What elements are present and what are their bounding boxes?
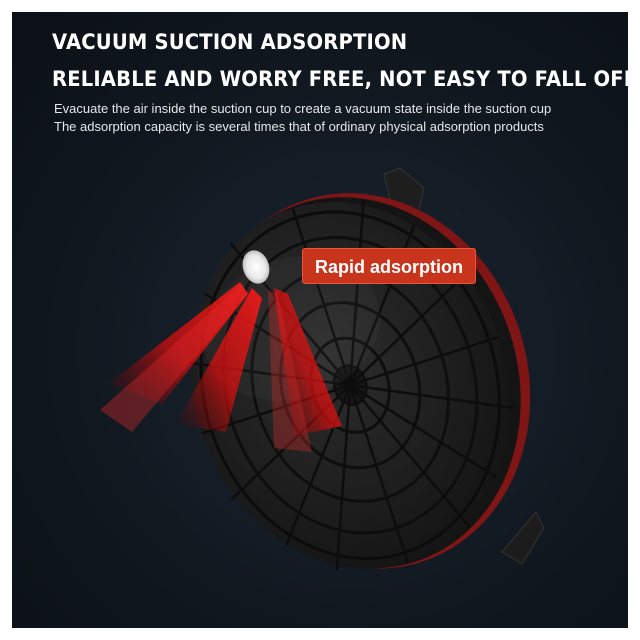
description-line-2: The adsorption capacity is several times…	[54, 119, 544, 134]
vacuum-hole	[242, 250, 270, 284]
rapid-adsorption-callout: Rapid adsorption	[302, 248, 476, 284]
headline-secondary: RELIABLE AND WORRY FREE, NOT EASY TO FAL…	[52, 67, 628, 91]
description-line-1: Evacuate the air inside the suction cup …	[54, 101, 552, 116]
cup-bottom-tab	[501, 511, 545, 565]
product-banner: VACUUM SUCTION ADSORPTION RELIABLE AND W…	[12, 12, 628, 628]
suction-beams	[100, 282, 342, 452]
headline-primary: VACUUM SUCTION ADSORPTION	[52, 30, 408, 54]
suction-cup-illustration	[100, 167, 545, 571]
